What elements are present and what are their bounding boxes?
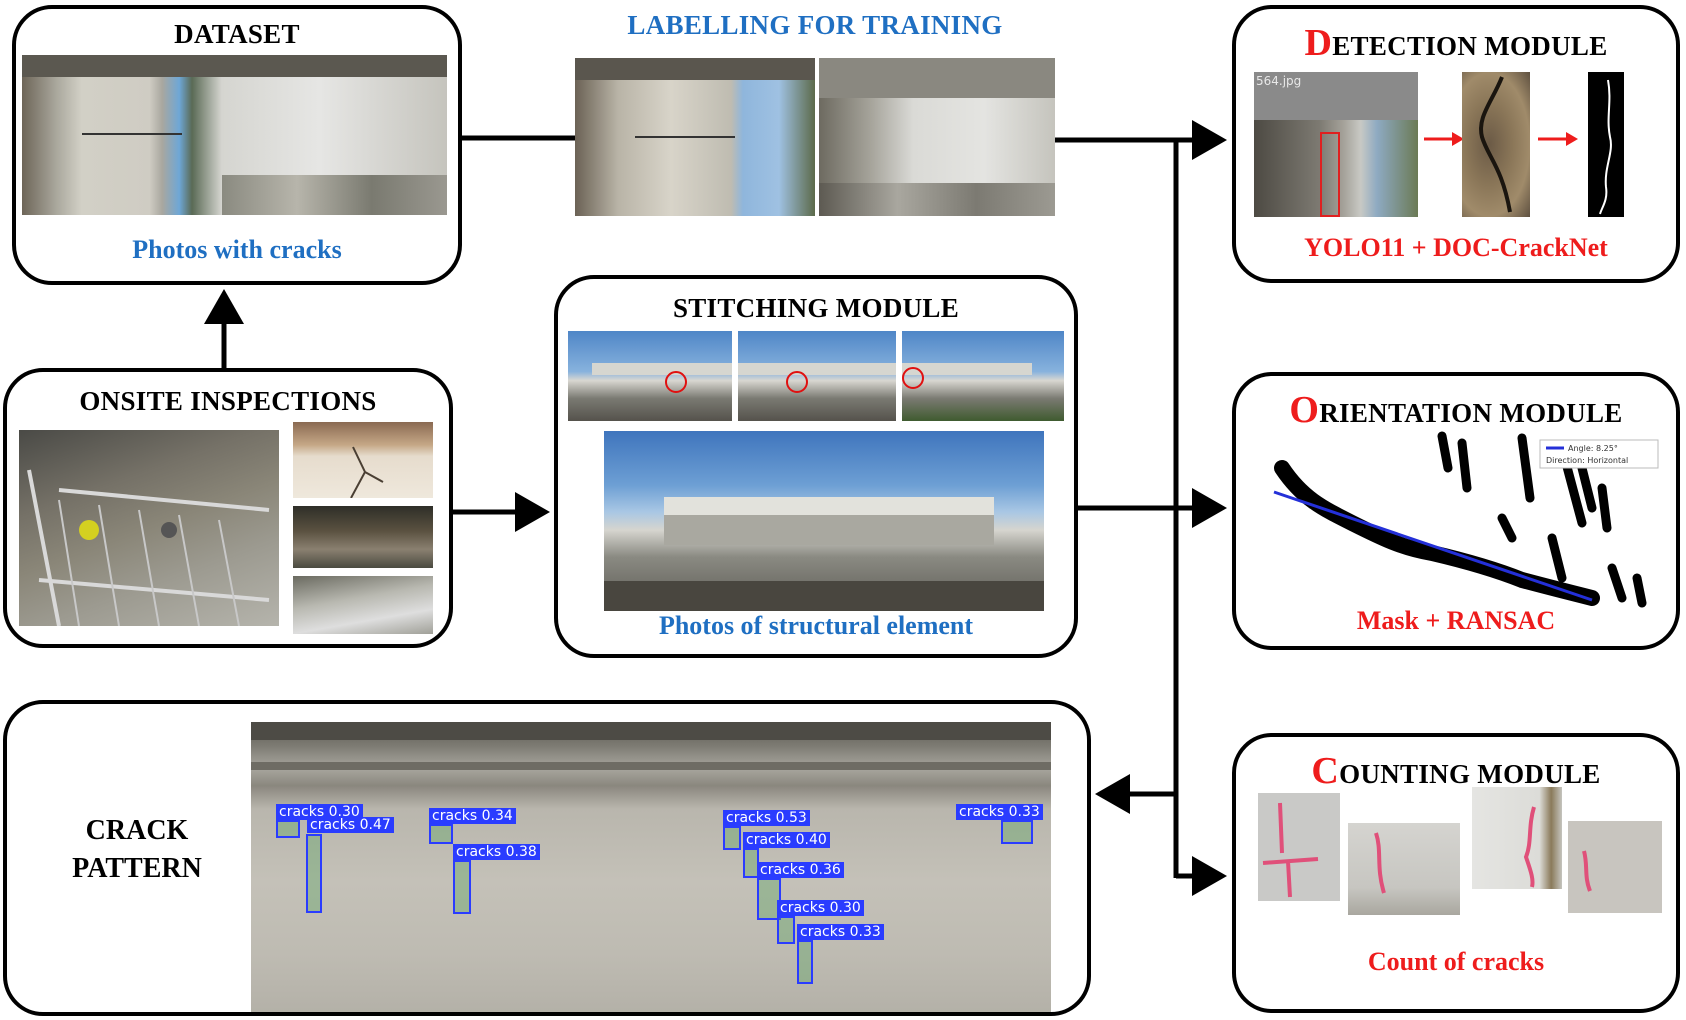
stitching-frame-1 bbox=[568, 331, 732, 421]
crack-pattern-label: CRACK PATTERN bbox=[47, 812, 227, 888]
crack-pattern-photo: cracks 0.30 cracks 0.47 cracks 0.34 crac… bbox=[251, 722, 1051, 1012]
labelling-photo-1 bbox=[575, 58, 815, 216]
detection-label: cracks 0.36 bbox=[757, 862, 844, 878]
detection-label: cracks 0.53 bbox=[723, 810, 810, 826]
detection-box bbox=[276, 820, 300, 838]
detection-box bbox=[306, 834, 322, 913]
counting-title-rest: OUNTING MODULE bbox=[1339, 759, 1601, 789]
labelling-title: LABELLING FOR TRAINING bbox=[627, 10, 1003, 40]
detection-label: cracks 0.38 bbox=[453, 844, 540, 860]
orientation-caption: Mask + RANSAC bbox=[1356, 606, 1556, 635]
stitching-title: STITCHING MODULE bbox=[672, 293, 960, 323]
orientation-title: ORIENTATION MODULE bbox=[1236, 388, 1676, 432]
detection-title: DETECTION MODULE bbox=[1236, 21, 1676, 65]
detection-box bbox=[429, 824, 453, 844]
counting-title: COUNTING MODULE bbox=[1236, 749, 1676, 793]
detection-title-rest: ETECTION MODULE bbox=[1332, 31, 1608, 61]
crack-pattern-line1: CRACK bbox=[85, 815, 189, 846]
detection-label: cracks 0.30 bbox=[276, 804, 363, 820]
detection-image-label: 564.jpg bbox=[1256, 74, 1302, 88]
detection-label: cracks 0.33 bbox=[956, 804, 1043, 820]
detection-label: cracks 0.34 bbox=[429, 808, 516, 824]
crack-pattern-line2: PATTERN bbox=[72, 853, 202, 884]
orientation-legend-line1: Angle: 8.25° bbox=[1568, 444, 1618, 453]
counting-photo-3 bbox=[1472, 787, 1562, 889]
onsite-photo-3 bbox=[293, 576, 433, 634]
onsite-photo-1 bbox=[293, 422, 433, 498]
counting-title-initial: C bbox=[1311, 750, 1340, 792]
counting-photo-2 bbox=[1348, 823, 1460, 915]
detection-input-image: 564.jpg bbox=[1254, 72, 1418, 217]
stitching-box: STITCHING MODULE Photos of structural el… bbox=[554, 275, 1078, 658]
orientation-title-initial: O bbox=[1289, 389, 1320, 431]
detection-box bbox=[723, 826, 741, 850]
stitching-panorama bbox=[604, 431, 1044, 611]
counting-photo-4 bbox=[1568, 821, 1662, 913]
stitching-frame-2 bbox=[738, 331, 896, 421]
arrow-right-icon bbox=[1424, 132, 1464, 146]
detection-label: cracks 0.47 bbox=[307, 817, 394, 833]
arrow-right-icon bbox=[1538, 132, 1578, 146]
stitching-caption: Photos of structural element bbox=[658, 611, 974, 640]
counting-caption: Count of cracks bbox=[1367, 947, 1545, 976]
orientation-box: ORIENTATION MODULE Angle: 8.25° Directio… bbox=[1232, 372, 1680, 650]
dataset-photo bbox=[22, 55, 447, 215]
onsite-main-photo bbox=[19, 430, 279, 626]
dataset-box: DATASET Photos with cracks bbox=[12, 5, 462, 285]
stitching-frame-3 bbox=[902, 331, 1064, 421]
detection-label: cracks 0.33 bbox=[797, 924, 884, 940]
detection-box: DETECTION MODULE 564.jpg YOLO11 + DOC-Cr… bbox=[1232, 5, 1680, 283]
detection-label: cracks 0.30 bbox=[777, 900, 864, 916]
detection-mask-image bbox=[1588, 72, 1624, 217]
onsite-photo-2 bbox=[293, 506, 433, 568]
orientation-title-rest: RIENTATION MODULE bbox=[1319, 398, 1623, 428]
counting-box: COUNTING MODULE Count of cracks bbox=[1232, 733, 1680, 1013]
detection-box bbox=[1001, 820, 1033, 844]
onsite-box: ONSITE INSPECTIONS bbox=[3, 368, 453, 648]
dataset-title: DATASET bbox=[174, 19, 300, 49]
orientation-mask-plot: Angle: 8.25° Direction: Horizontal bbox=[1262, 428, 1672, 608]
onsite-title: ONSITE INSPECTIONS bbox=[79, 386, 377, 416]
dataset-caption: Photos with cracks bbox=[132, 235, 342, 264]
detection-box bbox=[777, 916, 795, 944]
detection-label: cracks 0.40 bbox=[743, 832, 830, 848]
detection-caption: YOLO11 + DOC-CrackNet bbox=[1304, 233, 1608, 262]
crack-pattern-box: CRACK PATTERN cracks 0.30 cracks 0.47 cr… bbox=[3, 700, 1091, 1016]
detection-crop-image bbox=[1462, 72, 1530, 217]
counting-photo-1 bbox=[1258, 793, 1340, 901]
labelling-photo-2 bbox=[819, 58, 1055, 216]
orientation-legend-line2: Direction: Horizontal bbox=[1546, 456, 1628, 465]
detection-title-initial: D bbox=[1304, 22, 1333, 64]
detection-box bbox=[453, 860, 471, 914]
detection-box bbox=[797, 940, 813, 984]
